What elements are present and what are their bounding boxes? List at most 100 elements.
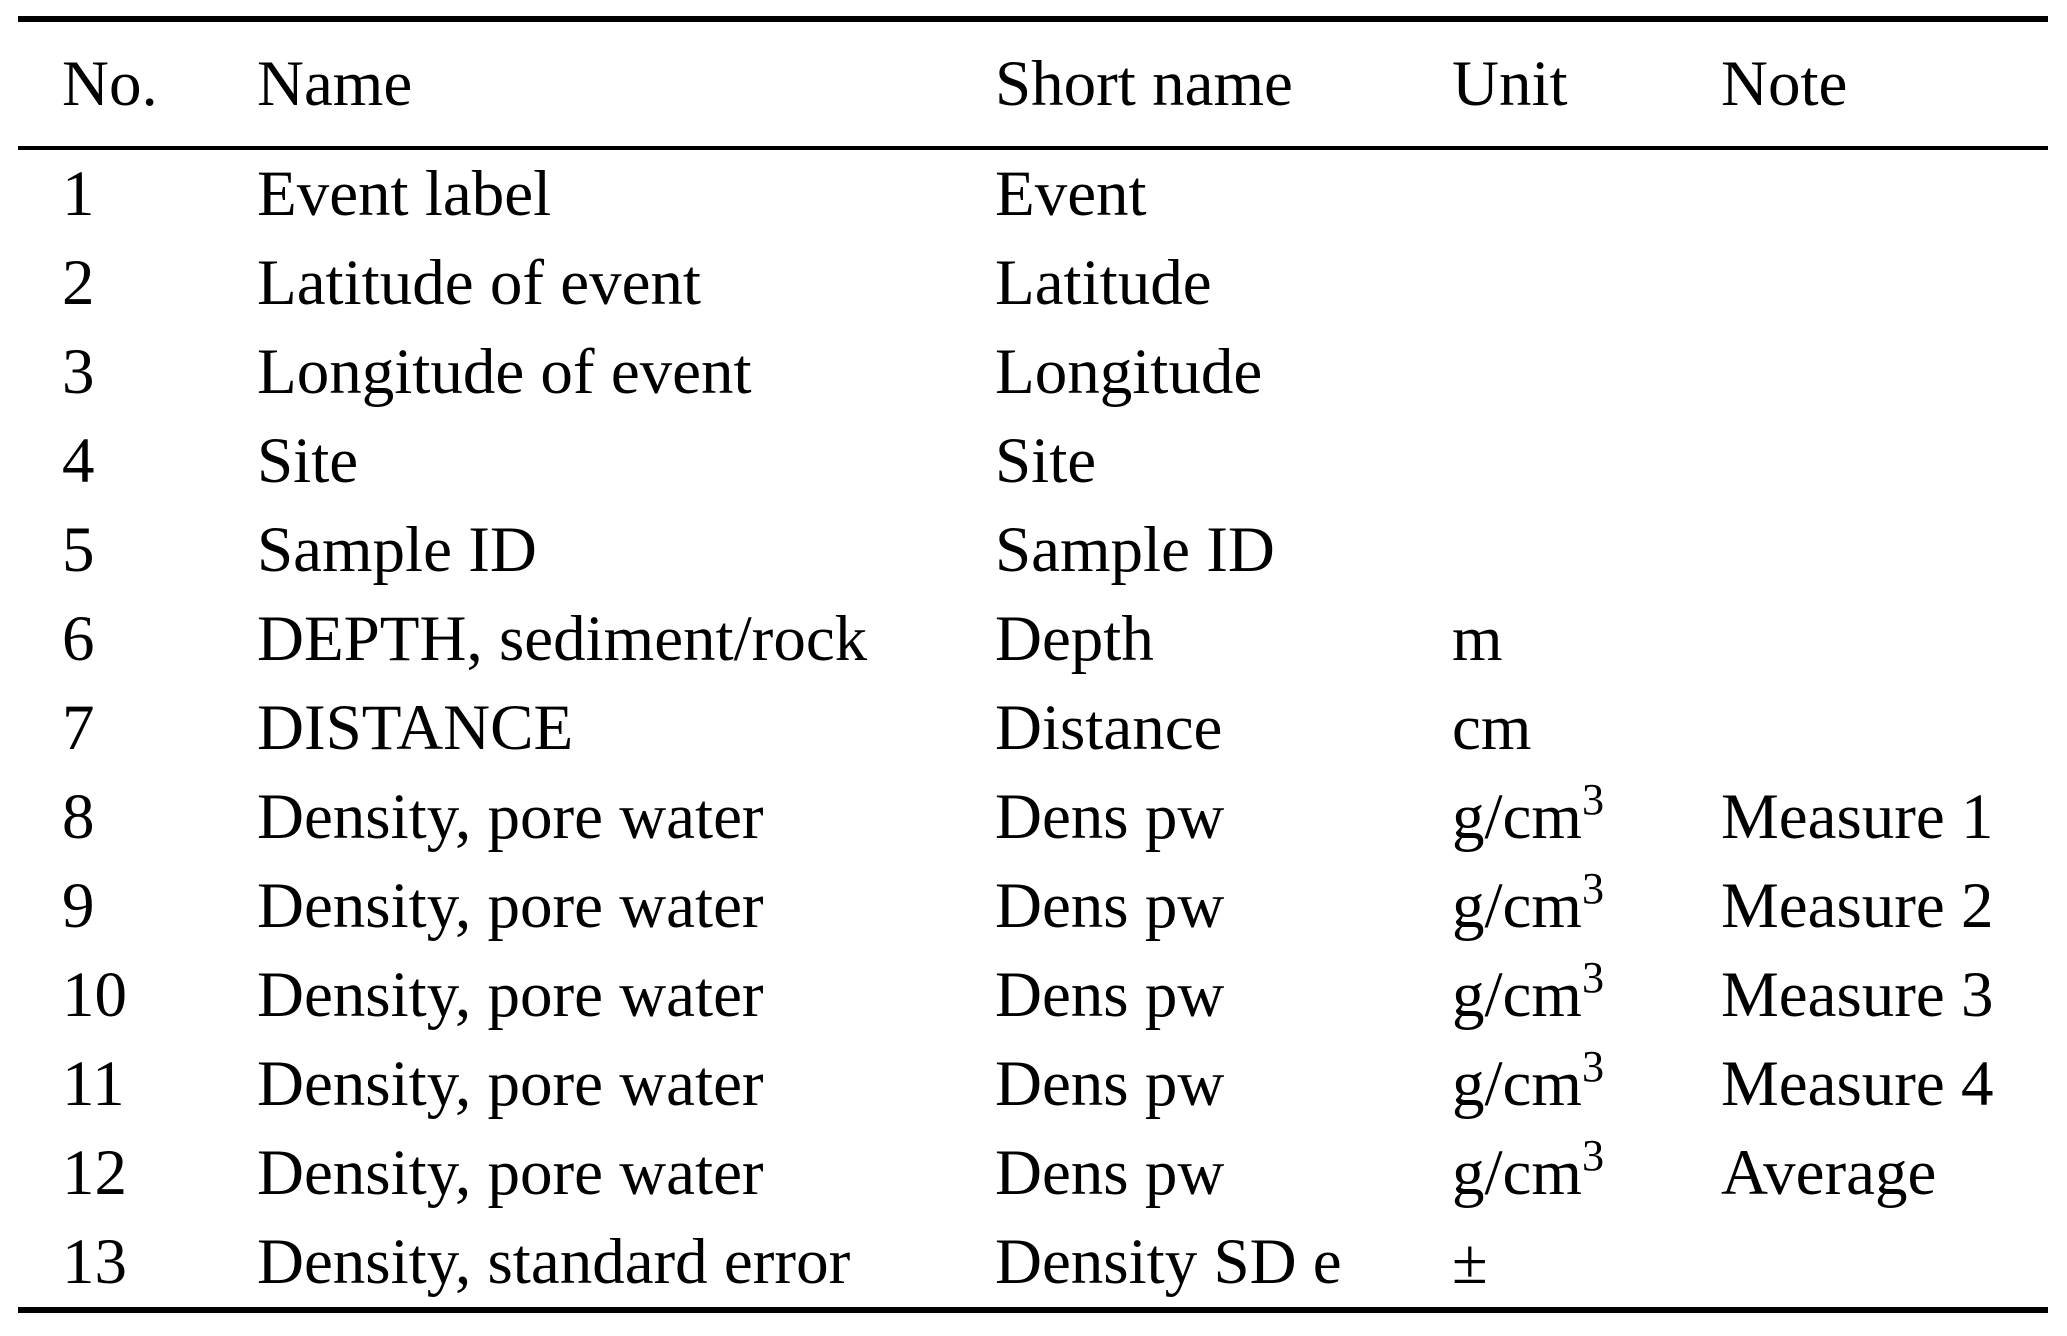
- cell-unit: g/cm3: [1408, 1129, 1677, 1218]
- parameter-name: Sample ID: [257, 514, 537, 586]
- cell-note: Measure 1: [1677, 773, 2048, 862]
- note-text: Measure 4: [1721, 1048, 1994, 1120]
- cell-short-name: Distance: [951, 684, 1408, 773]
- short-name: Site: [995, 425, 1097, 497]
- parameter-name: Site: [257, 425, 359, 497]
- cell-no: 11: [18, 1040, 213, 1129]
- cell-short-name: Dens pw: [951, 1040, 1408, 1129]
- cell-note: Measure 3: [1677, 951, 2048, 1040]
- cell-name: DISTANCE: [213, 684, 951, 773]
- parameter-name: Density, pore water: [257, 781, 764, 853]
- cell-no: 12: [18, 1129, 213, 1218]
- unit-superscript: 3: [1581, 1130, 1605, 1180]
- cell-name: Longitude of event: [213, 328, 951, 417]
- unit-base: g/cm: [1452, 781, 1582, 853]
- parameter-name: Longitude of event: [257, 336, 752, 408]
- row-number: 13: [62, 1226, 127, 1298]
- row-number: 8: [62, 781, 95, 853]
- cell-note: [1677, 239, 2048, 328]
- unit-superscript: 3: [1581, 1041, 1605, 1091]
- cell-name: Density, pore water: [213, 862, 951, 951]
- row-number: 4: [62, 425, 95, 497]
- cell-short-name: Dens pw: [951, 862, 1408, 951]
- cell-short-name: Dens pw: [951, 1129, 1408, 1218]
- unit-base: g/cm: [1452, 1137, 1582, 1209]
- row-number: 3: [62, 336, 95, 408]
- cell-short-name: Dens pw: [951, 951, 1408, 1040]
- short-name: Distance: [995, 692, 1223, 764]
- note-text: Average: [1721, 1137, 1937, 1209]
- cell-unit: m: [1408, 595, 1677, 684]
- row-number: 10: [62, 959, 127, 1031]
- table-row: 11 Density, pore water Dens pw g/cm3 Mea…: [18, 1040, 2048, 1129]
- unit-base: m: [1452, 603, 1503, 675]
- note-text: Measure 1: [1721, 781, 1994, 853]
- cell-note: [1677, 506, 2048, 595]
- cell-no: 10: [18, 951, 213, 1040]
- cell-name: Density, pore water: [213, 1040, 951, 1129]
- row-number: 1: [62, 158, 95, 230]
- cell-no: 8: [18, 773, 213, 862]
- cell-short-name: Longitude: [951, 328, 1408, 417]
- cell-no: 2: [18, 239, 213, 328]
- header-no: No.: [18, 19, 213, 150]
- header-unit-label: Unit: [1452, 47, 1568, 120]
- row-number: 2: [62, 247, 95, 319]
- header-name-label: Name: [257, 47, 413, 120]
- cell-no: 5: [18, 506, 213, 595]
- row-number: 12: [62, 1137, 127, 1209]
- table-row: 6 DEPTH, sediment/rock Depth m: [18, 595, 2048, 684]
- cell-no: 1: [18, 148, 213, 239]
- cell-short-name: Sample ID: [951, 506, 1408, 595]
- unit-superscript: 3: [1581, 863, 1605, 913]
- cell-short-name: Site: [951, 417, 1408, 506]
- cell-name: Density, pore water: [213, 1129, 951, 1218]
- row-number: 7: [62, 692, 95, 764]
- note-text: Measure 3: [1721, 959, 1994, 1031]
- header-name: Name: [213, 19, 951, 150]
- table-row: 1 Event label Event: [18, 148, 2048, 239]
- unit-superscript: 3: [1581, 774, 1605, 824]
- cell-name: Latitude of event: [213, 239, 951, 328]
- short-name: Depth: [995, 603, 1154, 675]
- table-row: 3 Longitude of event Longitude: [18, 328, 2048, 417]
- cell-no: 3: [18, 328, 213, 417]
- header-no-label: No.: [62, 47, 158, 120]
- parameter-name: Density, pore water: [257, 1137, 764, 1209]
- cell-no: 7: [18, 684, 213, 773]
- parameter-name: Density, pore water: [257, 870, 764, 942]
- short-name: Longitude: [995, 336, 1263, 408]
- cell-note: Average: [1677, 1129, 2048, 1218]
- cell-unit: [1408, 328, 1677, 417]
- parameter-name: DEPTH, sediment/rock: [257, 603, 868, 675]
- unit-base: g/cm: [1452, 1048, 1582, 1120]
- header-note: Note: [1677, 19, 2048, 150]
- table-row: 10 Density, pore water Dens pw g/cm3 Mea…: [18, 951, 2048, 1040]
- cell-no: 4: [18, 417, 213, 506]
- parameter-name: Latitude of event: [257, 247, 701, 319]
- cell-no: 9: [18, 862, 213, 951]
- short-name: Dens pw: [995, 1137, 1225, 1209]
- cell-note: [1677, 328, 2048, 417]
- table-row: 8 Density, pore water Dens pw g/cm3 Meas…: [18, 773, 2048, 862]
- cell-unit: [1408, 148, 1677, 239]
- short-name: Latitude: [995, 247, 1212, 319]
- table-header-row: No. Name Short name Unit Note: [18, 19, 2048, 150]
- short-name: Dens pw: [995, 870, 1225, 942]
- table-row: 13 Density, standard error Density SD e …: [18, 1218, 2048, 1310]
- short-name: Dens pw: [995, 1048, 1225, 1120]
- cell-note: Measure 2: [1677, 862, 2048, 951]
- cell-note: [1677, 595, 2048, 684]
- table-row: 7 DISTANCE Distance cm: [18, 684, 2048, 773]
- cell-short-name: Dens pw: [951, 773, 1408, 862]
- cell-note: [1677, 1218, 2048, 1310]
- cell-unit: g/cm3: [1408, 951, 1677, 1040]
- short-name: Event: [995, 158, 1147, 230]
- unit-base: g/cm: [1452, 959, 1582, 1031]
- row-number: 9: [62, 870, 95, 942]
- unit-superscript: 3: [1581, 952, 1605, 1002]
- cell-unit: g/cm3: [1408, 1040, 1677, 1129]
- row-number: 11: [62, 1048, 125, 1120]
- row-number: 5: [62, 514, 95, 586]
- cell-unit: g/cm3: [1408, 773, 1677, 862]
